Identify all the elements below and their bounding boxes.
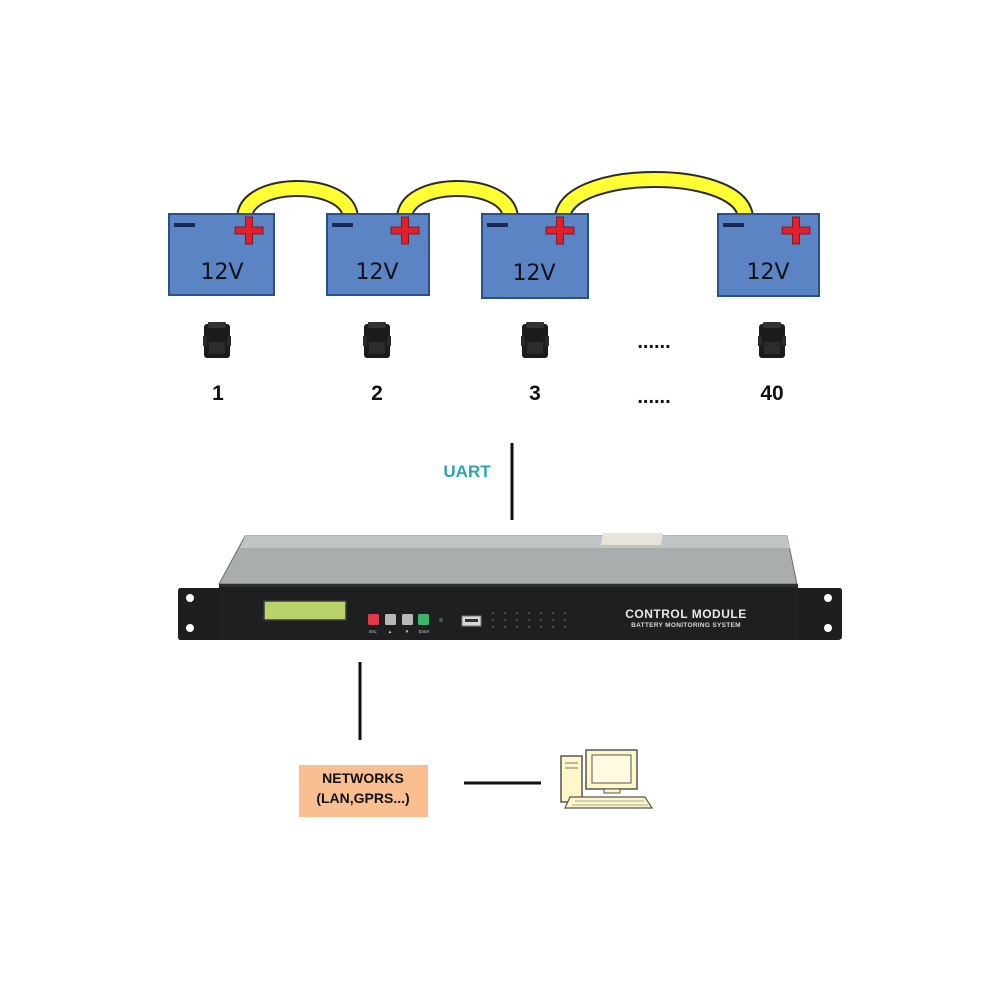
lcd-display bbox=[263, 600, 347, 621]
reset-pinhole bbox=[439, 618, 443, 622]
sensor-number-2: 2 bbox=[371, 382, 383, 405]
minus-icon bbox=[332, 223, 353, 227]
battery-connectors bbox=[236, 171, 754, 223]
enter-button-label: Enter bbox=[419, 629, 430, 634]
esc-button[interactable] bbox=[368, 614, 379, 625]
sensor-module-3 bbox=[521, 322, 549, 358]
enter-button[interactable] bbox=[418, 614, 429, 625]
rack-ear-left bbox=[178, 588, 222, 640]
connector-3-40-fill bbox=[556, 173, 752, 221]
battery-label: 12V bbox=[200, 260, 243, 285]
sensor-number-40: 40 bbox=[760, 382, 783, 405]
control-module-title: CONTROL MODULE bbox=[625, 607, 746, 621]
battery-3: 12V bbox=[481, 213, 589, 299]
networks-types-label: (LAN,GPRS...) bbox=[316, 790, 409, 806]
battery-label: 12V bbox=[746, 260, 789, 285]
battery-1: 12V bbox=[168, 213, 275, 296]
battery-40: 12V bbox=[717, 213, 820, 297]
control-module-subtitle: BATTERY MONITORING SYSTEM bbox=[631, 622, 741, 629]
rack-ear-right bbox=[797, 588, 842, 640]
sensor-module-40 bbox=[758, 322, 786, 358]
minus-icon bbox=[487, 223, 508, 227]
up-button[interactable] bbox=[385, 614, 396, 625]
battery-label: 12V bbox=[355, 260, 398, 285]
battery-label: 12V bbox=[512, 261, 555, 286]
battery-2: 12V bbox=[326, 213, 430, 296]
number-ellipsis: ...... bbox=[637, 386, 670, 408]
networks-box: NETWORKS (LAN,GPRS...) bbox=[299, 765, 428, 817]
minus-icon bbox=[174, 223, 195, 227]
sensor-ellipsis: ...... bbox=[637, 331, 670, 353]
device-top-sticker bbox=[600, 533, 664, 545]
down-button-label: ▼ bbox=[405, 629, 409, 634]
control-module-device: Esc ▲ ▼ Enter CONTROL MODULE BATTERY MON… bbox=[178, 533, 842, 640]
minus-icon bbox=[723, 223, 744, 227]
sensor-module-1 bbox=[203, 322, 231, 358]
esc-button-label: Esc bbox=[369, 629, 377, 634]
sensor-number-3: 3 bbox=[529, 382, 541, 405]
down-button[interactable] bbox=[402, 614, 413, 625]
sensor-number-1: 1 bbox=[212, 382, 224, 405]
uart-label: UART bbox=[443, 462, 491, 481]
connector-1-2-fill bbox=[238, 182, 357, 221]
desktop-computer-icon bbox=[560, 749, 654, 809]
connector-2-3-fill bbox=[398, 182, 517, 221]
sensor-module-2 bbox=[363, 322, 391, 358]
led-indicators bbox=[491, 611, 567, 629]
up-button-label: ▲ bbox=[388, 629, 392, 634]
networks-label: NETWORKS bbox=[322, 770, 404, 786]
